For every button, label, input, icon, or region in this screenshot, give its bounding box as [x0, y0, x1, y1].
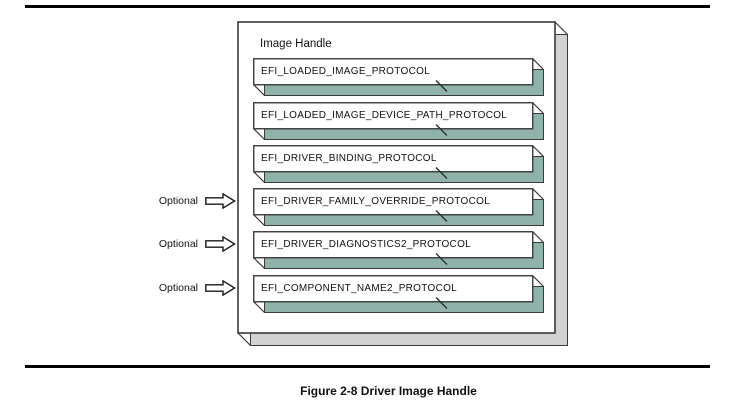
slab-face: [253, 102, 534, 130]
image-handle-title: Image Handle: [260, 38, 332, 50]
protocol-slab-shape: [253, 145, 544, 183]
protocol-slab-shape: [253, 231, 544, 269]
protocol-box: EFI_DRIVER_BINDING_PROTOCOL: [253, 145, 545, 184]
slab-tick-mark: [435, 297, 448, 309]
bottom-rule: [25, 365, 710, 368]
protocol-label: EFI_COMPONENT_NAME2_PROTOCOL: [261, 283, 458, 294]
right-arrow-icon: [205, 236, 236, 252]
slab-bottom-left-corner-line: [253, 214, 265, 226]
protocol-box: EFI_LOADED_IMAGE_PROTOCOL: [253, 58, 545, 97]
slab-tick-mark: [435, 210, 448, 222]
optional-row: Optional: [148, 193, 236, 209]
main-box-bottom-left-corner-line: [237, 332, 251, 346]
protocol-slab-shape: [253, 102, 544, 140]
protocol-slab-shape: [253, 275, 544, 313]
slab-face: [253, 58, 534, 86]
protocol-box: EFI_DRIVER_DIAGNOSTICS2_PROTOCOL: [253, 231, 545, 270]
slab-top-right-corner-line: [532, 102, 544, 114]
protocol-label: EFI_DRIVER_FAMILY_OVERRIDE_PROTOCOL: [261, 196, 491, 207]
optional-label: Optional: [158, 282, 198, 294]
protocol-label: EFI_DRIVER_BINDING_PROTOCOL: [261, 153, 437, 164]
slab-top-right-corner-line: [532, 275, 544, 287]
right-arrow-shape: [205, 280, 236, 296]
protocol-box: EFI_LOADED_IMAGE_DEVICE_PATH_PROTOCOL: [253, 102, 545, 141]
optional-row: Optional: [148, 236, 236, 252]
optional-row: Optional: [148, 280, 236, 296]
right-arrow-shape: [205, 236, 236, 252]
slab-bottom-left-corner-line: [253, 128, 265, 140]
protocol-label: EFI_LOADED_IMAGE_PROTOCOL: [261, 66, 431, 77]
slab-top-right-corner-line: [532, 188, 544, 200]
top-rule: [25, 5, 710, 8]
slab-top-right-corner-line: [532, 58, 544, 70]
slab-tick-mark: [435, 124, 448, 136]
slab-bottom-left-corner-line: [253, 84, 265, 96]
slab-face: [253, 275, 534, 303]
protocol-slab-shape: [253, 188, 544, 226]
slab-tick-mark: [435, 253, 448, 265]
protocol-slab-shape: [253, 58, 544, 96]
protocol-box: EFI_DRIVER_FAMILY_OVERRIDE_PROTOCOL: [253, 188, 545, 227]
protocol-label: EFI_DRIVER_DIAGNOSTICS2_PROTOCOL: [261, 239, 472, 250]
optional-label: Optional: [158, 195, 198, 207]
slab-top-right-corner-line: [532, 145, 544, 157]
optional-label: Optional: [158, 238, 198, 250]
right-arrow-shape: [205, 193, 236, 209]
main-box-top-right-corner-line: [554, 21, 568, 35]
figure-caption: Figure 2-8 Driver Image Handle: [300, 384, 477, 398]
protocol-box: EFI_COMPONENT_NAME2_PROTOCOL: [253, 275, 545, 314]
slab-bottom-left-corner-line: [253, 301, 265, 313]
slab-face: [253, 231, 534, 259]
right-arrow-icon: [205, 280, 236, 296]
slab-bottom-left-corner-line: [253, 257, 265, 269]
slab-tick-mark: [435, 80, 448, 92]
slab-bottom-left-corner-line: [253, 171, 265, 183]
slab-top-right-corner-line: [532, 231, 544, 243]
slab-face: [253, 145, 534, 173]
protocol-label: EFI_LOADED_IMAGE_DEVICE_PATH_PROTOCOL: [261, 110, 508, 121]
slab-face: [253, 188, 534, 216]
slab-tick-mark: [435, 167, 448, 179]
right-arrow-icon: [205, 193, 236, 209]
